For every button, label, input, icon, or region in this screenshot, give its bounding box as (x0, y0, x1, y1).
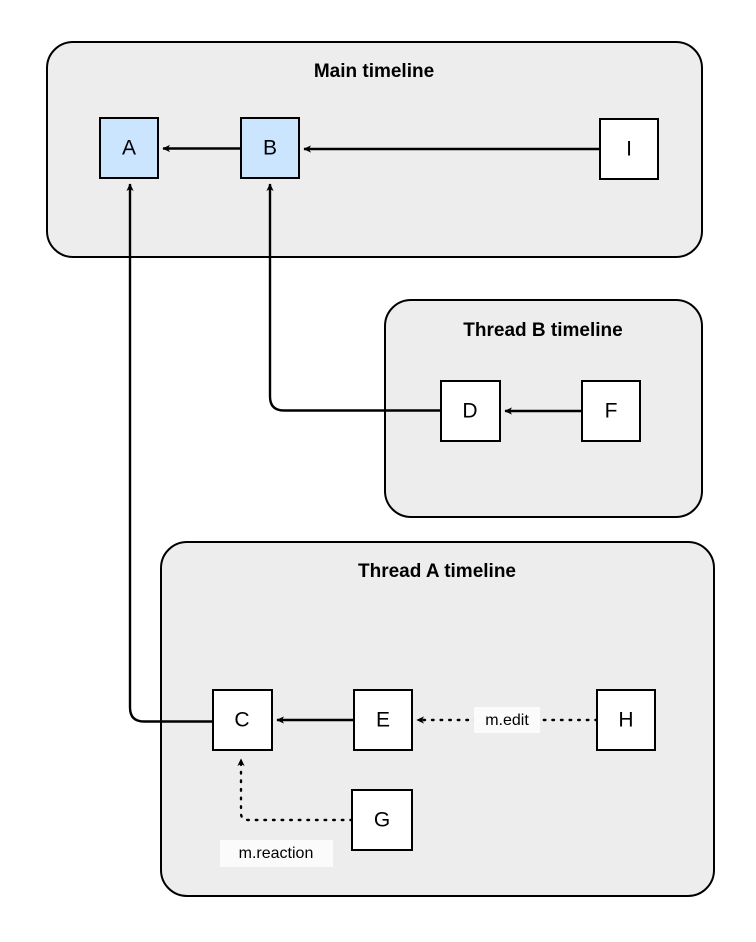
node-b-rect[interactable] (240, 117, 300, 179)
edge-label-m-edit-bg (474, 707, 540, 733)
edge-g-to-c (237, 757, 354, 822)
node-d[interactable]: D (440, 380, 501, 442)
node-b-label: B (263, 137, 277, 160)
node-h[interactable]: H (596, 689, 656, 751)
node-c-label: C (234, 709, 249, 732)
node-i[interactable]: I (599, 118, 659, 180)
edge-label-m-reaction-bg (220, 840, 333, 867)
node-b[interactable]: B (240, 117, 300, 179)
group-thread-b-timeline-rect (384, 299, 703, 518)
node-a-label: A (122, 137, 136, 160)
edge-label-m-edit: m.edit (485, 712, 529, 729)
edge-d-to-b (266, 183, 441, 412)
node-d-rect[interactable] (440, 380, 501, 442)
node-e-rect[interactable] (353, 689, 413, 751)
node-g[interactable]: G (351, 789, 413, 851)
node-f-label: F (605, 400, 618, 423)
edge-c-to-a (126, 183, 213, 723)
node-h-label: H (618, 709, 633, 732)
group-main-timeline-title: Main timeline (314, 61, 434, 82)
group-thread-a-timeline-title: Thread A timeline (358, 561, 516, 582)
node-f[interactable]: F (581, 380, 641, 442)
edge-label-m-reaction: m.reaction (239, 845, 314, 862)
node-a[interactable]: A (99, 117, 159, 179)
node-f-rect[interactable] (581, 380, 641, 442)
node-c[interactable]: C (212, 689, 273, 751)
node-a-rect[interactable] (99, 117, 159, 179)
group-thread-b-timeline-title: Thread B timeline (463, 320, 622, 341)
group-thread-a-timeline-rect (160, 541, 715, 897)
node-i-rect[interactable] (599, 118, 659, 180)
node-g-label: G (374, 809, 390, 832)
node-c-rect[interactable] (212, 689, 273, 751)
node-e[interactable]: E (353, 689, 413, 751)
group-thread-b-timeline: Thread B timeline (384, 299, 703, 518)
node-d-label: D (462, 400, 477, 423)
node-e-label: E (376, 709, 390, 732)
node-g-rect[interactable] (351, 789, 413, 851)
node-i-label: I (626, 138, 632, 161)
node-h-rect[interactable] (596, 689, 656, 751)
group-thread-a-timeline: Thread A timeline (160, 541, 715, 897)
